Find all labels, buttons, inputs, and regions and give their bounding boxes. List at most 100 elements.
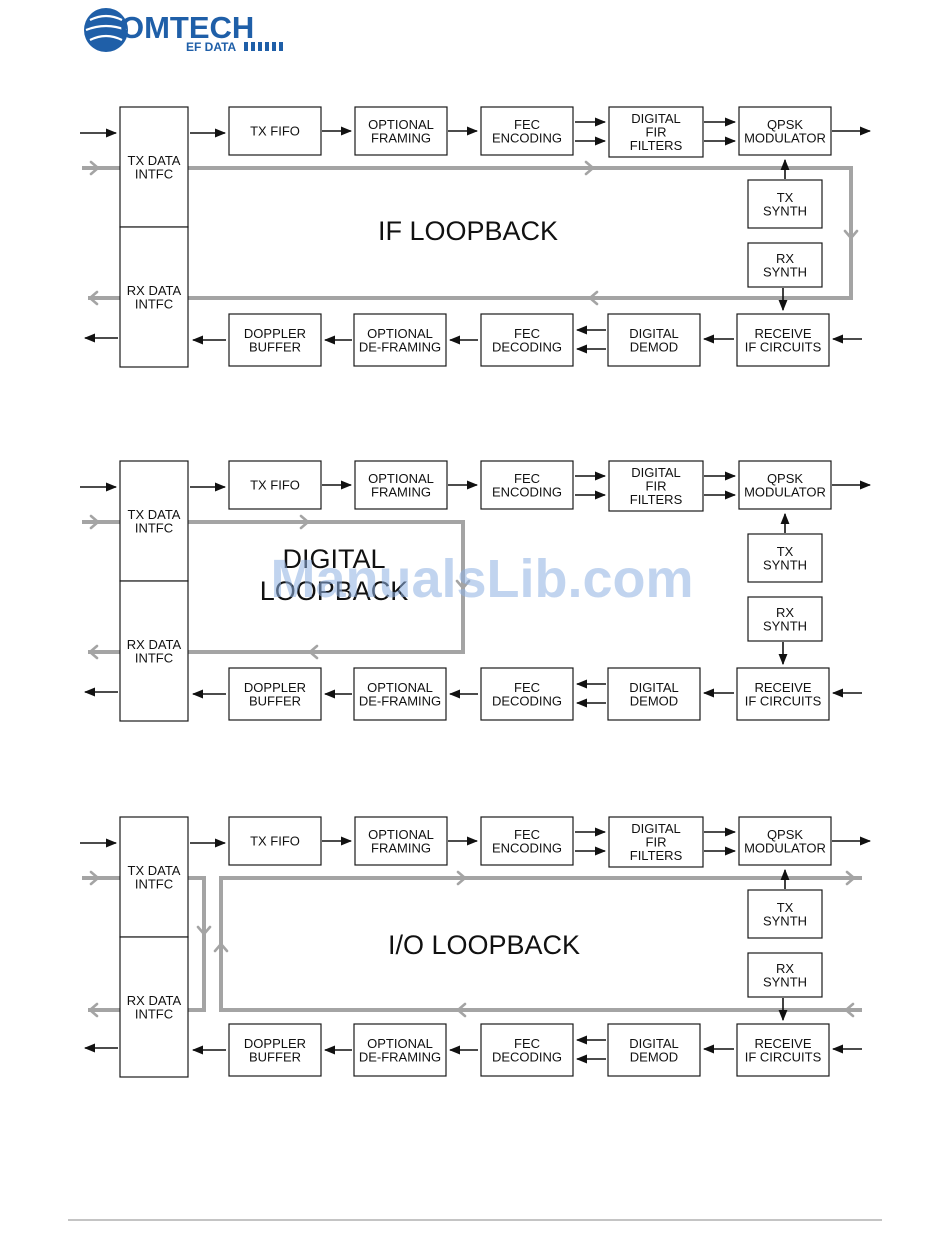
loop-chevron xyxy=(88,1002,99,1018)
rx-data-intfc-label: RX DATA xyxy=(127,283,182,298)
rx-synth-label: RX xyxy=(776,961,794,976)
digital-fir-filters-label: FILTERS xyxy=(630,848,683,863)
digital-fir-filters-label: FIR xyxy=(646,479,667,494)
loop-chevron xyxy=(308,644,319,660)
digital-fir-filters-label: FIR xyxy=(646,125,667,140)
tx-synth-label: SYNTH xyxy=(763,557,807,572)
fec-encoding-label: FEC xyxy=(514,471,540,486)
loop-chevron xyxy=(455,579,471,590)
io-loopback-title: I/O LOOPBACK xyxy=(388,930,580,960)
logo-brand-text: OMTECH xyxy=(120,10,254,45)
comtech-ef-data-logo: OMTECH EF DATA xyxy=(84,8,283,54)
tx-fifo-block: TX FIFO xyxy=(228,106,322,156)
qpsk-modulator-label: MODULATOR xyxy=(744,840,826,855)
doppler-buffer-label: BUFFER xyxy=(249,339,301,354)
qpsk-modulator-label: QPSK xyxy=(767,827,803,842)
loop-chevron xyxy=(456,870,467,886)
fec-decoding-label: DECODING xyxy=(492,339,562,354)
digital-loopback-title: DIGITAL xyxy=(282,544,385,574)
digital-demod-label: DEMOD xyxy=(630,339,678,354)
digital-demod-label: DEMOD xyxy=(630,693,678,708)
rx-synth-label: SYNTH xyxy=(763,974,807,989)
fec-decoding-label: DECODING xyxy=(492,693,562,708)
fec-decoding-label: DECODING xyxy=(492,1049,562,1064)
tx-synth-label: TX xyxy=(777,544,794,559)
optional-framing-label: OPTIONAL xyxy=(368,827,434,842)
fec-decoding-label: FEC xyxy=(514,680,540,695)
fec-encoding-label: ENCODING xyxy=(492,130,562,145)
optional-framing-label: OPTIONAL xyxy=(368,471,434,486)
tx-fifo-block: TX FIFO xyxy=(228,460,322,510)
digital-fir-filters-label: DIGITAL xyxy=(631,465,681,480)
optional-deframing-label: DE-FRAMING xyxy=(359,693,441,708)
rx-data-intfc-label: RX DATA xyxy=(127,637,182,652)
loop-chevron xyxy=(844,1002,855,1018)
rx-data-intfc-label: INTFC xyxy=(135,296,173,311)
digital-demod-label: DIGITAL xyxy=(629,680,679,695)
loop-chevron xyxy=(213,942,229,953)
rx-data-intfc-label: RX DATA xyxy=(127,993,182,1008)
tx-data-intfc-label: INTFC xyxy=(135,166,173,181)
receive-if-circuits-label: RECEIVE xyxy=(754,326,811,341)
rx-synth-label: RX xyxy=(776,251,794,266)
receive-if-circuits-label: IF CIRCUITS xyxy=(745,339,822,354)
tx-data-intfc-label: INTFC xyxy=(135,520,173,535)
watermark: ManualsLib.com xyxy=(270,549,693,609)
rx-data-intfc-label: INTFC xyxy=(135,1006,173,1021)
doppler-buffer-label: DOPPLER xyxy=(244,1036,306,1051)
tx-fifo-block: TX FIFO xyxy=(228,816,322,866)
optional-framing-label: FRAMING xyxy=(371,840,431,855)
tx-fifo-label: TX FIFO xyxy=(250,124,300,139)
rx-synth-label: SYNTH xyxy=(763,618,807,633)
loop-chevron xyxy=(88,644,99,660)
loop-chevron xyxy=(845,870,856,886)
loop-chevron xyxy=(299,514,310,530)
loop-chevron xyxy=(88,290,99,306)
digital-demod-label: DEMOD xyxy=(630,1049,678,1064)
receive-if-circuits-label: RECEIVE xyxy=(754,680,811,695)
optional-deframing-label: DE-FRAMING xyxy=(359,1049,441,1064)
tx-fifo-label: TX FIFO xyxy=(250,478,300,493)
doppler-buffer-label: BUFFER xyxy=(249,693,301,708)
loop-chevron xyxy=(89,870,100,886)
loop-chevron xyxy=(89,160,100,176)
fec-encoding-label: FEC xyxy=(514,117,540,132)
logo-sub-text: EF DATA xyxy=(186,40,237,54)
tx-data-intfc-label: TX DATA xyxy=(128,863,181,878)
doppler-buffer-label: DOPPLER xyxy=(244,680,306,695)
rx-synth-label: SYNTH xyxy=(763,264,807,279)
logo-bars xyxy=(244,42,283,51)
qpsk-modulator-label: MODULATOR xyxy=(744,130,826,145)
loop-chevron xyxy=(456,1002,467,1018)
optional-deframing-label: OPTIONAL xyxy=(367,680,433,695)
fec-decoding-label: FEC xyxy=(514,1036,540,1051)
